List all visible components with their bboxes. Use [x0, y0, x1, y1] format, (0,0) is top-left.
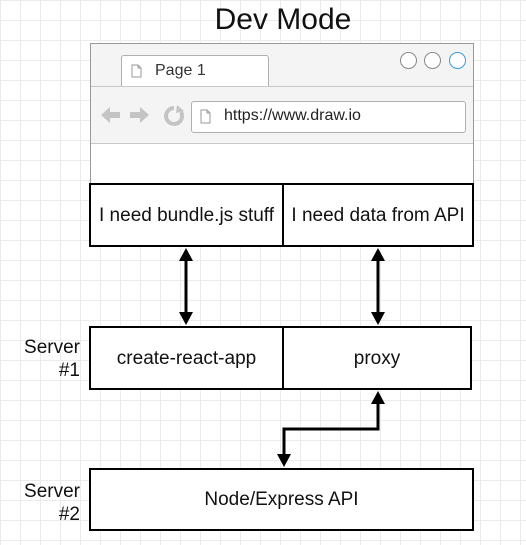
address-bar: https://www.draw.io [191, 101, 466, 133]
address-url: https://www.draw.io [224, 107, 361, 124]
arrow-proxy-node [277, 391, 385, 467]
browser-tab: Page 1 [121, 55, 269, 87]
window-circle-icon [400, 52, 417, 69]
reload-icon [164, 106, 185, 126]
browser-mockup: Page 1 https://www.draw.io [90, 43, 474, 185]
label-server-2: Server #2 [24, 481, 80, 525]
label-server-1: Server #1 [24, 337, 80, 381]
box-need-bundle: I need bundle.js stuff [89, 183, 284, 247]
arrow-data-proxy [371, 248, 385, 325]
box-node-express-api: Node/Express API [89, 468, 474, 531]
tab-label: Page 1 [155, 62, 206, 79]
box-need-data: I need data from API [282, 183, 474, 247]
page-icon [131, 64, 142, 78]
box-create-react-app: create-react-app [89, 326, 284, 390]
diagram-title: Dev Mode [214, 3, 352, 36]
arrow-bundle-cra [179, 248, 193, 325]
forward-arrow-icon [130, 107, 149, 123]
box-proxy: proxy [282, 326, 472, 390]
nav-buttons [101, 105, 185, 126]
browser-nav-bar: https://www.draw.io [91, 86, 473, 144]
window-circle-icon [424, 52, 441, 69]
browser-tab-strip: Page 1 [91, 44, 473, 87]
page-icon [200, 109, 211, 124]
back-arrow-icon [101, 107, 120, 123]
window-circle-accent-icon [449, 52, 466, 69]
